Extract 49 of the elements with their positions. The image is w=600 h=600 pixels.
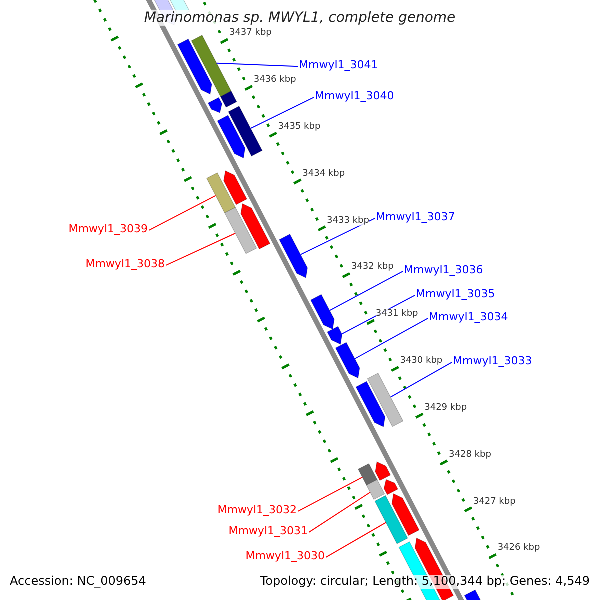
gene-feature <box>335 342 360 379</box>
leader-line <box>390 362 452 398</box>
gene-label: Mmwyl1_3038 <box>86 258 165 272</box>
gene-label: Mmwyl1_3034 <box>429 312 508 324</box>
tick-label: 3433 kbp <box>327 215 370 226</box>
leader-line <box>250 97 314 130</box>
gene-feature <box>367 373 404 428</box>
gene-feature <box>327 326 343 345</box>
gene-feature <box>224 207 258 254</box>
gene-label: Mmwyl1_3030 <box>246 550 325 564</box>
gene-feature <box>374 495 408 544</box>
tick-label: 3429 kbp <box>424 402 468 414</box>
gene-feature <box>310 294 335 330</box>
accession-text: Accession: NC_009654 <box>8 575 148 589</box>
gene-label: Mmwyl1_3041 <box>299 60 378 72</box>
leader-line <box>216 62 298 68</box>
gene-label: Mmwyl1_3037 <box>376 212 456 224</box>
gene-feature <box>191 35 232 98</box>
gene-feature <box>206 172 236 214</box>
tick-label: 3435 kbp <box>278 122 321 132</box>
gene-label: Mmwyl1_3035 <box>416 288 496 302</box>
leader-line <box>326 522 387 558</box>
genome-stats-text: Topology: circular; Length: 5,100,344 bp; Genes: 4,549 <box>258 575 592 589</box>
gene-label: Mmwyl1_3040 <box>315 90 394 104</box>
gene-label: Mmwyl1_3032 <box>218 504 297 518</box>
gene-feature <box>279 234 308 278</box>
tick-label: 3428 kbp <box>449 450 492 460</box>
leader-line <box>329 271 404 312</box>
gene-feature <box>228 106 263 157</box>
tick-label: 3437 kbp <box>229 28 272 38</box>
leader-line <box>300 218 376 256</box>
tick-label: 3430 kbp <box>400 356 443 366</box>
gene-feature <box>366 480 386 500</box>
tick-label: 3426 kbp <box>498 543 540 554</box>
tick-label: 3431 kbp <box>376 309 418 320</box>
leader-line <box>148 195 216 232</box>
tick-label: 3427 kbp <box>473 496 516 507</box>
gene-label: Mmwyl1_3036 <box>404 264 484 278</box>
leader-line <box>308 492 371 534</box>
tick-label: 3434 kbp <box>302 168 346 179</box>
gene-label: Mmwyl1_3039 <box>68 224 148 236</box>
leader-line <box>298 476 364 512</box>
tick-label: 3436 kbp <box>254 74 296 86</box>
tick-label: 3432 kbp <box>351 262 394 273</box>
gene-label: Mmwyl1_3031 <box>228 526 308 538</box>
leader-line <box>166 233 236 266</box>
leader-line <box>354 318 428 360</box>
gene-label: Mmwyl1_3033 <box>453 356 532 368</box>
gene-feature <box>358 464 378 486</box>
